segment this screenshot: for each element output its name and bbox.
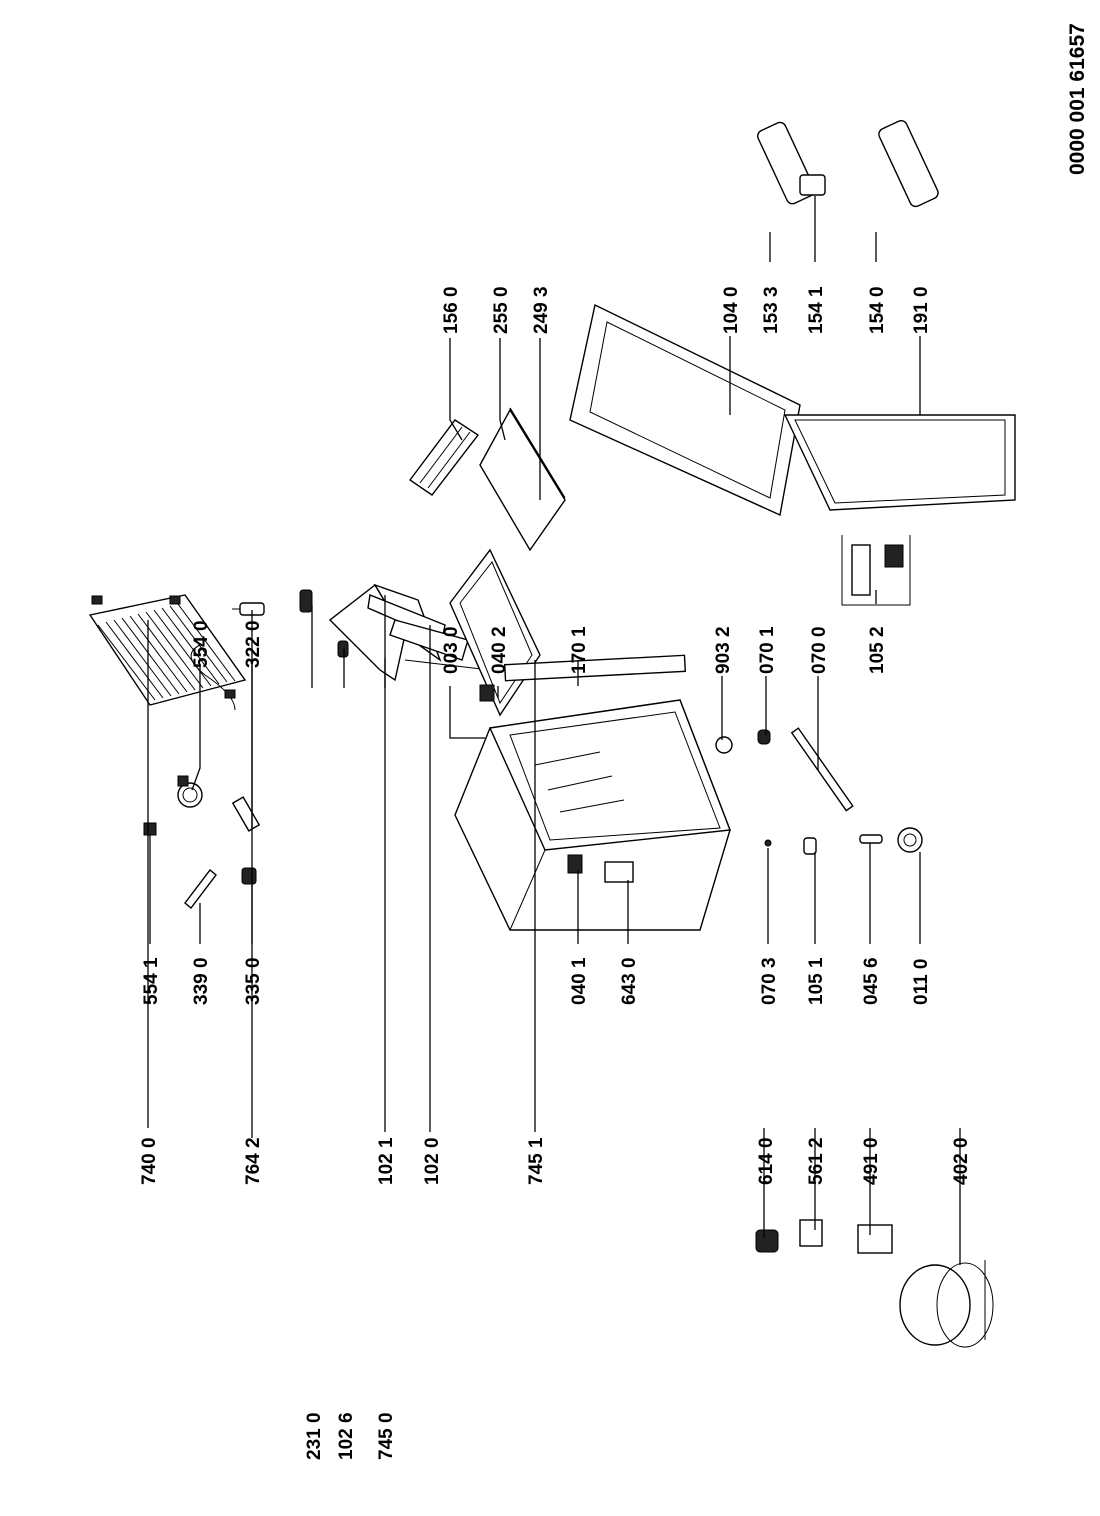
- label-156-0: 156 0: [441, 286, 462, 334]
- part-105-2: [841, 535, 911, 606]
- hinge-070-0-part: [790, 727, 854, 812]
- label-191-0: 191 0: [911, 286, 932, 334]
- label-045-6: 045 6: [861, 957, 882, 1005]
- label-105-1: 105 1: [806, 957, 827, 1005]
- part-070-1: [757, 729, 771, 745]
- ice-tray-part: [409, 419, 480, 496]
- condenser-coil-part: [88, 594, 247, 711]
- label-102-1: 102 1: [376, 1137, 397, 1185]
- part-491-0: [857, 1224, 893, 1254]
- label-402-0: 402 0: [951, 1137, 972, 1185]
- cabinet-part: [454, 699, 731, 931]
- label-561-2: 561 2: [806, 1137, 827, 1185]
- part-554-1: [143, 822, 157, 836]
- label-554-1: 554 1: [141, 957, 162, 1005]
- label-643-0: 643 0: [619, 957, 640, 1005]
- part-070-3: [764, 839, 772, 847]
- label-249-3: 249 3: [531, 286, 552, 334]
- dryer-filter-part: [232, 602, 265, 616]
- part-322-0: [231, 796, 261, 832]
- label-011-0: 011 0: [911, 959, 932, 1006]
- compressor-part: [899, 1260, 994, 1348]
- part-154-1: [799, 174, 826, 196]
- part-614-0: [755, 1229, 779, 1253]
- label-255-0: 255 0: [491, 286, 512, 334]
- door-gasket-part: [783, 414, 1016, 511]
- label-040-1: 040 1: [569, 957, 590, 1005]
- leader-lines: [147, 196, 961, 1265]
- label-335-0: 335 0: [243, 957, 264, 1005]
- label-745-0: 745 0: [376, 1412, 397, 1460]
- part-011-0: [897, 827, 923, 853]
- part-903-2: [715, 736, 733, 754]
- label-153-3: 153 3: [761, 286, 782, 334]
- part-040-2: [479, 684, 495, 702]
- part-231-0: [299, 589, 313, 613]
- label-614-0: 614 0: [756, 1137, 777, 1185]
- document-number: 0000 001 61657: [1066, 23, 1089, 175]
- label-104-0: 104 0: [721, 286, 742, 334]
- label-040-2: 040 2: [489, 626, 510, 674]
- part-102-6: [337, 640, 349, 658]
- label-003-0: 003 0: [441, 626, 462, 674]
- label-102-0: 102 0: [422, 1137, 443, 1185]
- label-745-1: 745 1: [526, 1137, 547, 1185]
- label-154-0: 154 0: [867, 286, 888, 334]
- label-070-3: 070 3: [759, 957, 780, 1005]
- label-231-0: 231 0: [304, 1412, 325, 1460]
- label-070-0: 070 0: [809, 626, 830, 674]
- door-shelf-154-0-part: [878, 119, 939, 208]
- part-335-0: [241, 867, 257, 885]
- part-labels: 740 0 764 2 102 1 102 0 745 1 231 0 102 …: [139, 286, 972, 1460]
- label-070-1: 070 1: [757, 626, 778, 674]
- strip-170-1-part: [503, 654, 687, 682]
- part-105-1: [803, 837, 817, 855]
- label-740-0: 740 0: [139, 1137, 160, 1185]
- part-554-0: [177, 775, 203, 808]
- label-903-2: 903 2: [713, 626, 734, 674]
- part-339-0: [184, 868, 217, 910]
- label-154-1: 154 1: [806, 286, 827, 334]
- freezer-door-part: [479, 408, 566, 552]
- label-322-0: 322 0: [243, 620, 264, 668]
- label-105-2: 105 2: [867, 626, 888, 674]
- label-491-0: 491 0: [861, 1137, 882, 1185]
- label-102-6: 102 6: [336, 1412, 357, 1460]
- part-045-6: [859, 834, 883, 844]
- label-764-2: 764 2: [243, 1137, 264, 1185]
- label-170-1: 170 1: [569, 626, 590, 674]
- flap-102-0-part: [389, 619, 469, 661]
- door-104-0-part: [569, 303, 801, 517]
- part-249-3: [509, 407, 566, 499]
- part-561-2: [799, 1219, 823, 1247]
- label-339-0: 339 0: [191, 957, 212, 1005]
- label-554-0: 554 0: [191, 620, 212, 668]
